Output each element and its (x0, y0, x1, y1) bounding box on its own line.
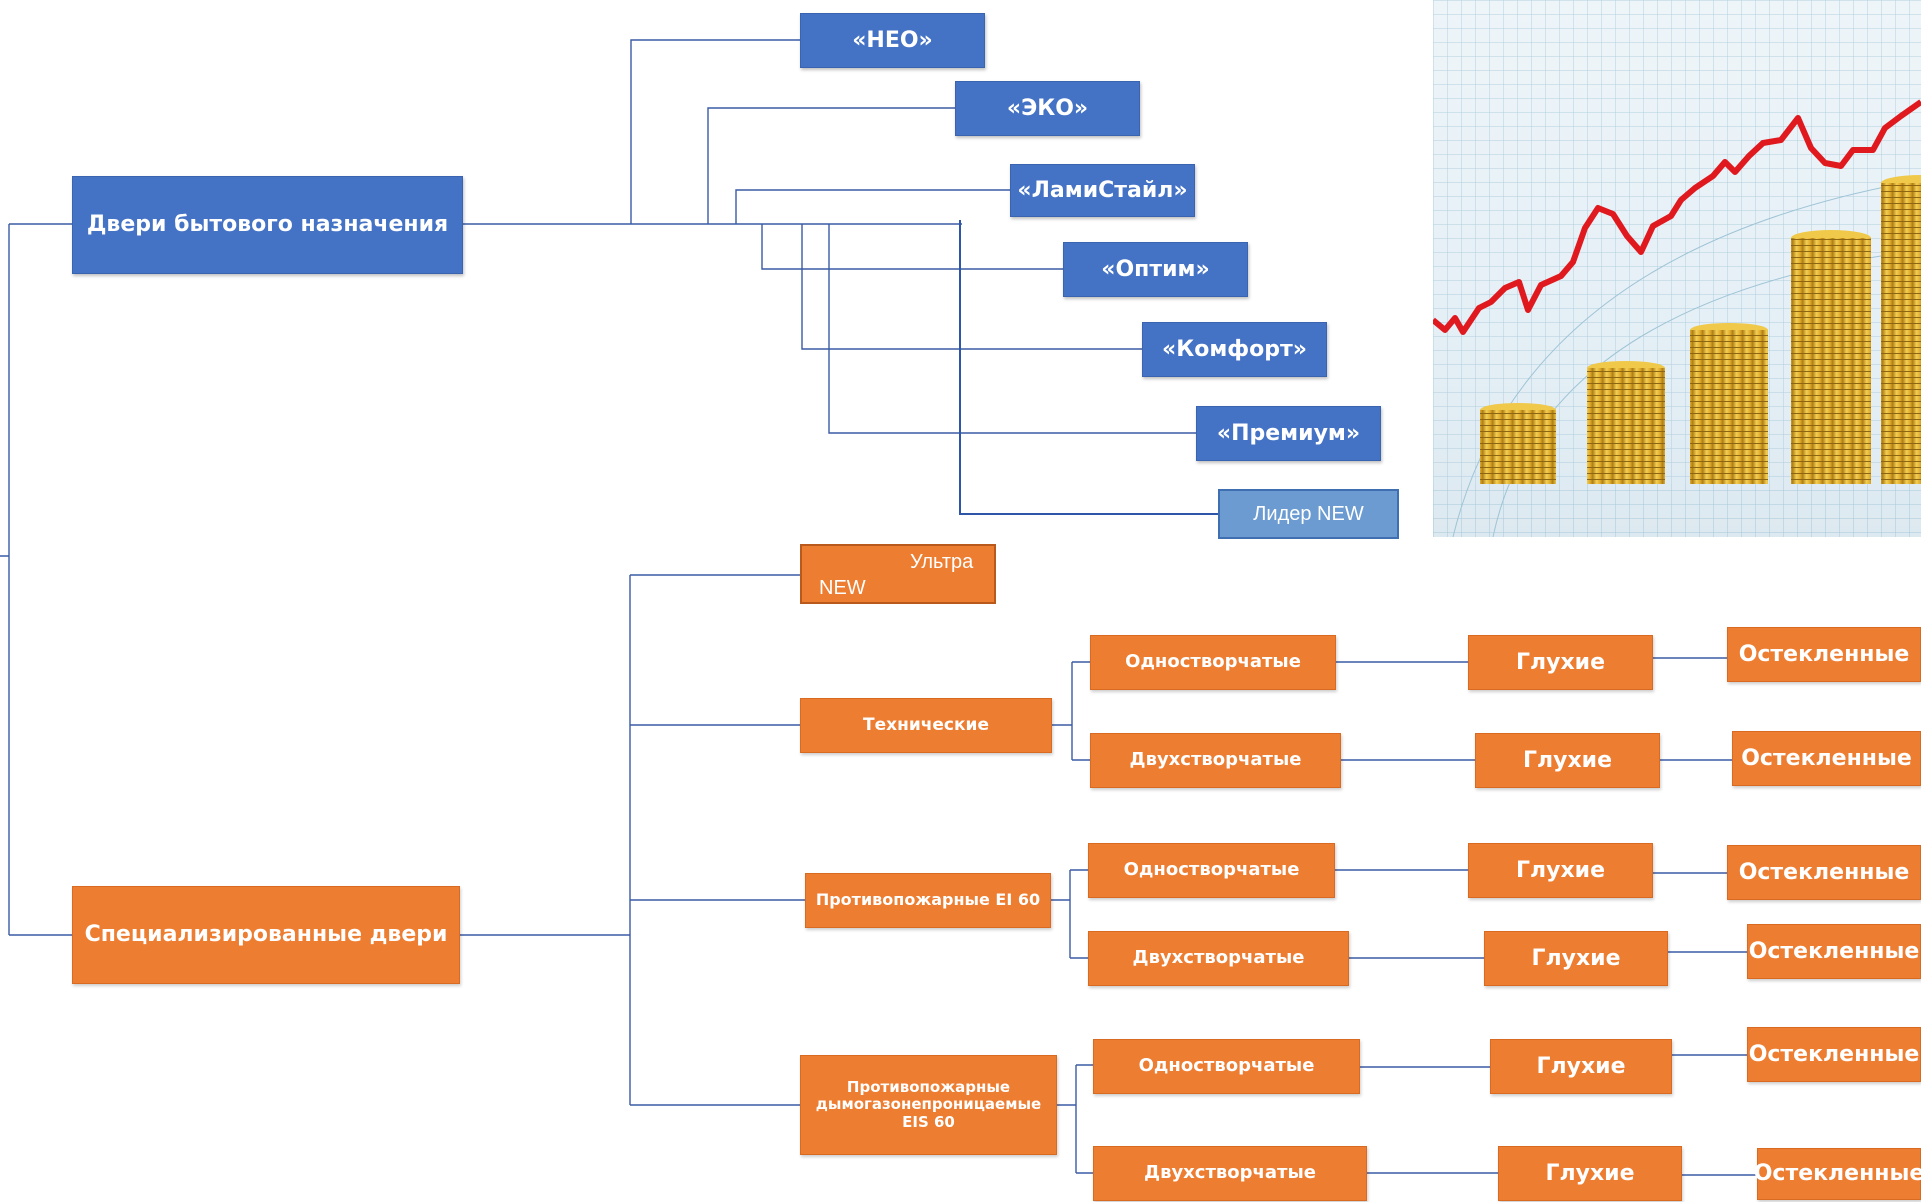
product-comfort: «Комфорт» (1142, 322, 1327, 377)
product-optim: «Оптим» (1063, 242, 1248, 297)
technical-double-solid-label: Глухие (1523, 747, 1612, 773)
coins-growth-photo (1433, 0, 1921, 537)
technical-double-solid: Глухие (1475, 733, 1660, 788)
ei60-double-solid: Глухие (1484, 931, 1668, 986)
eis60-single-solid-label: Глухие (1536, 1053, 1626, 1079)
product-neo: «НЕО» (800, 13, 985, 68)
household-doors-box: Двери бытового назначения (72, 176, 463, 274)
fire-ei60-label: Противопожарные EI 60 (815, 890, 1041, 910)
technical-single-glazed: Остекленные (1727, 627, 1921, 682)
technical-doors-box: Технические (800, 698, 1052, 753)
product-ultra-new-label: NEW (819, 577, 866, 599)
eis60-double-leaf: Двухстворчатые (1093, 1146, 1367, 1201)
product-comfort-label: «Комфорт» (1162, 336, 1307, 362)
fire-eis60-label: Противопожарные дымогазонепроницаемые EI… (815, 1078, 1042, 1131)
ei60-single-glazed-label: Остекленные (1738, 859, 1910, 885)
ei60-single-solid-label: Глухие (1516, 857, 1605, 883)
technical-double-leaf: Двухстворчатые (1090, 733, 1341, 788)
ei60-single-leaf: Одностворчатые (1088, 843, 1335, 898)
product-ultra-new: Ультра NEW (800, 544, 996, 604)
fire-eis60-box: Противопожарные дымогазонепроницаемые EI… (800, 1055, 1057, 1155)
product-premium: «Премиум» (1196, 406, 1381, 461)
eis60-single-solid: Глухие (1490, 1039, 1672, 1094)
product-eko-label: «ЭКО» (1006, 95, 1089, 121)
product-optim-label: «Оптим» (1101, 256, 1210, 282)
technical-single-leaf: Одностворчатые (1090, 635, 1336, 690)
eis60-double-solid-label: Глухие (1545, 1160, 1635, 1186)
product-lider-new: Лидер NEW (1218, 489, 1399, 539)
household-doors-label: Двери бытового назначения (86, 212, 449, 238)
ei60-double-leaf: Двухстворчатые (1088, 931, 1349, 986)
technical-single-glazed-label: Остекленные (1738, 641, 1910, 667)
ei60-single-solid: Глухие (1468, 843, 1653, 898)
product-lamistyle-label: «ЛамиСтайл» (1017, 177, 1188, 203)
coins-growth-chart-icon (1433, 0, 1921, 537)
eis60-double-leaf-label: Двухстворчатые (1144, 1162, 1316, 1184)
technical-double-glazed: Остекленные (1732, 731, 1921, 786)
product-lider-new-label: Лидер NEW (1253, 502, 1364, 525)
product-ultra-label: Ультра (910, 551, 974, 573)
eis60-double-glazed: Остекленные (1753, 1148, 1921, 1200)
product-lamistyle: «ЛамиСтайл» (1010, 164, 1195, 217)
eis60-single-glazed: Остекленные (1747, 1027, 1921, 1082)
eis60-double-glazed-label: Остекленные (1753, 1161, 1921, 1187)
special-doors-box: Специализированные двери (72, 886, 460, 984)
eis60-single-glazed-label: Остекленные (1748, 1041, 1920, 1067)
product-neo-label: «НЕО» (852, 27, 933, 53)
product-eko: «ЭКО» (955, 81, 1140, 136)
technical-double-leaf-label: Двухстворчатые (1129, 749, 1302, 771)
eis60-single-leaf-label: Одностворчатые (1138, 1055, 1315, 1077)
fire-ei60-box: Противопожарные EI 60 (805, 873, 1051, 928)
technical-single-leaf-label: Одностворчатые (1125, 651, 1301, 673)
product-premium-label: «Премиум» (1216, 420, 1361, 446)
ei60-double-glazed-label: Остекленные (1748, 938, 1920, 964)
technical-doors-label: Технические (862, 714, 989, 735)
ei60-single-glazed: Остекленные (1727, 845, 1921, 900)
ei60-double-solid-label: Глухие (1531, 945, 1621, 971)
technical-single-solid-label: Глухие (1516, 649, 1605, 675)
ei60-double-glazed: Остекленные (1747, 924, 1921, 979)
eis60-single-leaf: Одностворчатые (1093, 1039, 1360, 1094)
ei60-single-leaf-label: Одностворчатые (1123, 859, 1300, 881)
eis60-double-solid: Глухие (1498, 1146, 1682, 1201)
special-doors-label: Специализированные двери (84, 922, 448, 948)
technical-double-glazed-label: Остекленные (1741, 745, 1912, 771)
technical-single-solid: Глухие (1468, 635, 1653, 690)
ei60-double-leaf-label: Двухстворчатые (1132, 947, 1305, 969)
